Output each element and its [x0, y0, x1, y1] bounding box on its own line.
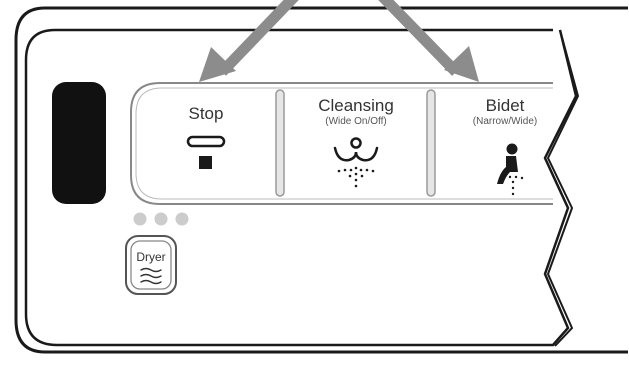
cleansing-button-label: Cleansing: [318, 96, 394, 115]
dryer-button-label: Dryer: [136, 250, 166, 264]
stop-button[interactable]: Stop: [166, 104, 246, 124]
indicator-light-3: [175, 212, 189, 226]
cleansing-button-sublabel: (Wide On/Off): [325, 116, 387, 127]
power-block: [52, 82, 106, 204]
dryer-button[interactable]: [125, 235, 177, 295]
button-strip: [130, 82, 553, 205]
button-strip-inner: [135, 87, 553, 200]
bidet-person-icon: [497, 143, 524, 196]
indicator-light-2: [154, 212, 168, 226]
bidet-button[interactable]: Bidet (Narrow/Wide): [455, 96, 555, 127]
stop-icon: [186, 135, 226, 169]
dryer-button-inner: [130, 240, 172, 290]
bidet-button-sublabel: (Narrow/Wide): [472, 116, 538, 127]
panel-outer-frame: [14, 6, 628, 354]
stop-button-label: Stop: [188, 104, 224, 123]
bidet-button-label: Bidet: [485, 96, 525, 115]
pointer-arrows: [199, 0, 479, 82]
panel-inner-frame: [24, 28, 578, 347]
cleansing-button[interactable]: Cleansing (Wide On/Off): [300, 96, 412, 127]
panel-break-edge: [546, 29, 580, 347]
arrow-head-left: [199, 47, 236, 82]
indicator-light-1: [133, 212, 147, 226]
divider-2: [426, 89, 436, 197]
dryer-waves-icon: [140, 267, 162, 285]
cleansing-spray-icon: [333, 137, 379, 188]
divider-1: [275, 89, 285, 197]
arrow-head-right: [444, 46, 479, 82]
